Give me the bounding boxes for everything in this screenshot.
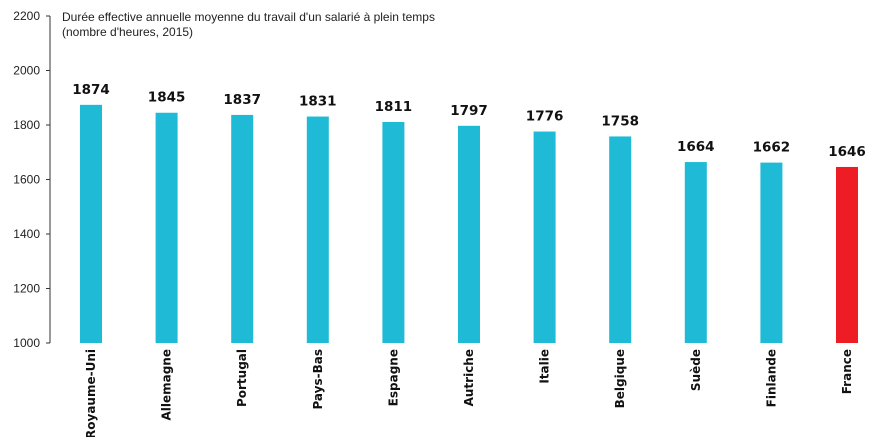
data-label: 1845 [148, 90, 186, 106]
y-tick-label: 1400 [13, 227, 40, 241]
bar [80, 104, 102, 344]
category-labels: Royaume-Uni Allemagne Portugal Pays-Bas Espa… [84, 349, 854, 437]
bar [760, 162, 783, 343]
chart-subtitle: (nombre d'heures, 2015) [62, 25, 193, 39]
x-tick-label: Italie [538, 349, 552, 384]
data-labels: 1874 1845 1837 1831 1811 1797 1776 1758 1664 1662… [72, 82, 866, 160]
bar [306, 116, 329, 344]
bars [80, 104, 858, 344]
bar [382, 122, 405, 343]
bar [155, 112, 178, 343]
data-label: 1874 [72, 82, 110, 98]
data-label: 1758 [601, 113, 639, 129]
x-tick-label: Pays-Bas [311, 349, 325, 410]
x-tick-label: Espagne [386, 349, 400, 406]
bar [609, 136, 632, 343]
y-axis-ticks: 1000 1200 1400 1600 1800 2000 2200 [13, 9, 50, 350]
bar [458, 125, 480, 343]
data-label: 1664 [677, 139, 715, 155]
x-tick-label: Portugal [235, 349, 249, 407]
y-tick-label: 2200 [13, 9, 40, 23]
data-label: 1662 [753, 140, 791, 156]
x-tick-label: France [840, 349, 854, 394]
x-tick-label: Finlande [764, 349, 778, 407]
bar [231, 114, 254, 343]
bar [533, 131, 556, 343]
data-label: 1776 [526, 109, 564, 125]
x-tick-label: Royaume-Uni [84, 349, 98, 437]
chart-title: Durée effective annuelle moyenne du trav… [62, 10, 435, 24]
y-tick-label: 1000 [13, 336, 40, 350]
y-tick-label: 1200 [13, 282, 40, 296]
x-tick-label: Belgique [613, 349, 627, 408]
data-label: 1837 [223, 92, 261, 108]
x-tick-label: Autriche [462, 349, 476, 406]
data-label: 1646 [828, 144, 866, 160]
data-label: 1797 [450, 103, 488, 119]
bar [684, 162, 707, 343]
x-tick-label: Allemagne [160, 349, 174, 421]
data-label: 1831 [299, 94, 337, 110]
bar [836, 166, 858, 343]
y-tick-label: 1600 [13, 173, 40, 187]
y-tick-label: 2000 [13, 64, 40, 78]
data-label: 1811 [375, 99, 413, 115]
x-tick-label: Suède [689, 349, 703, 391]
y-tick-label: 1800 [13, 118, 40, 132]
